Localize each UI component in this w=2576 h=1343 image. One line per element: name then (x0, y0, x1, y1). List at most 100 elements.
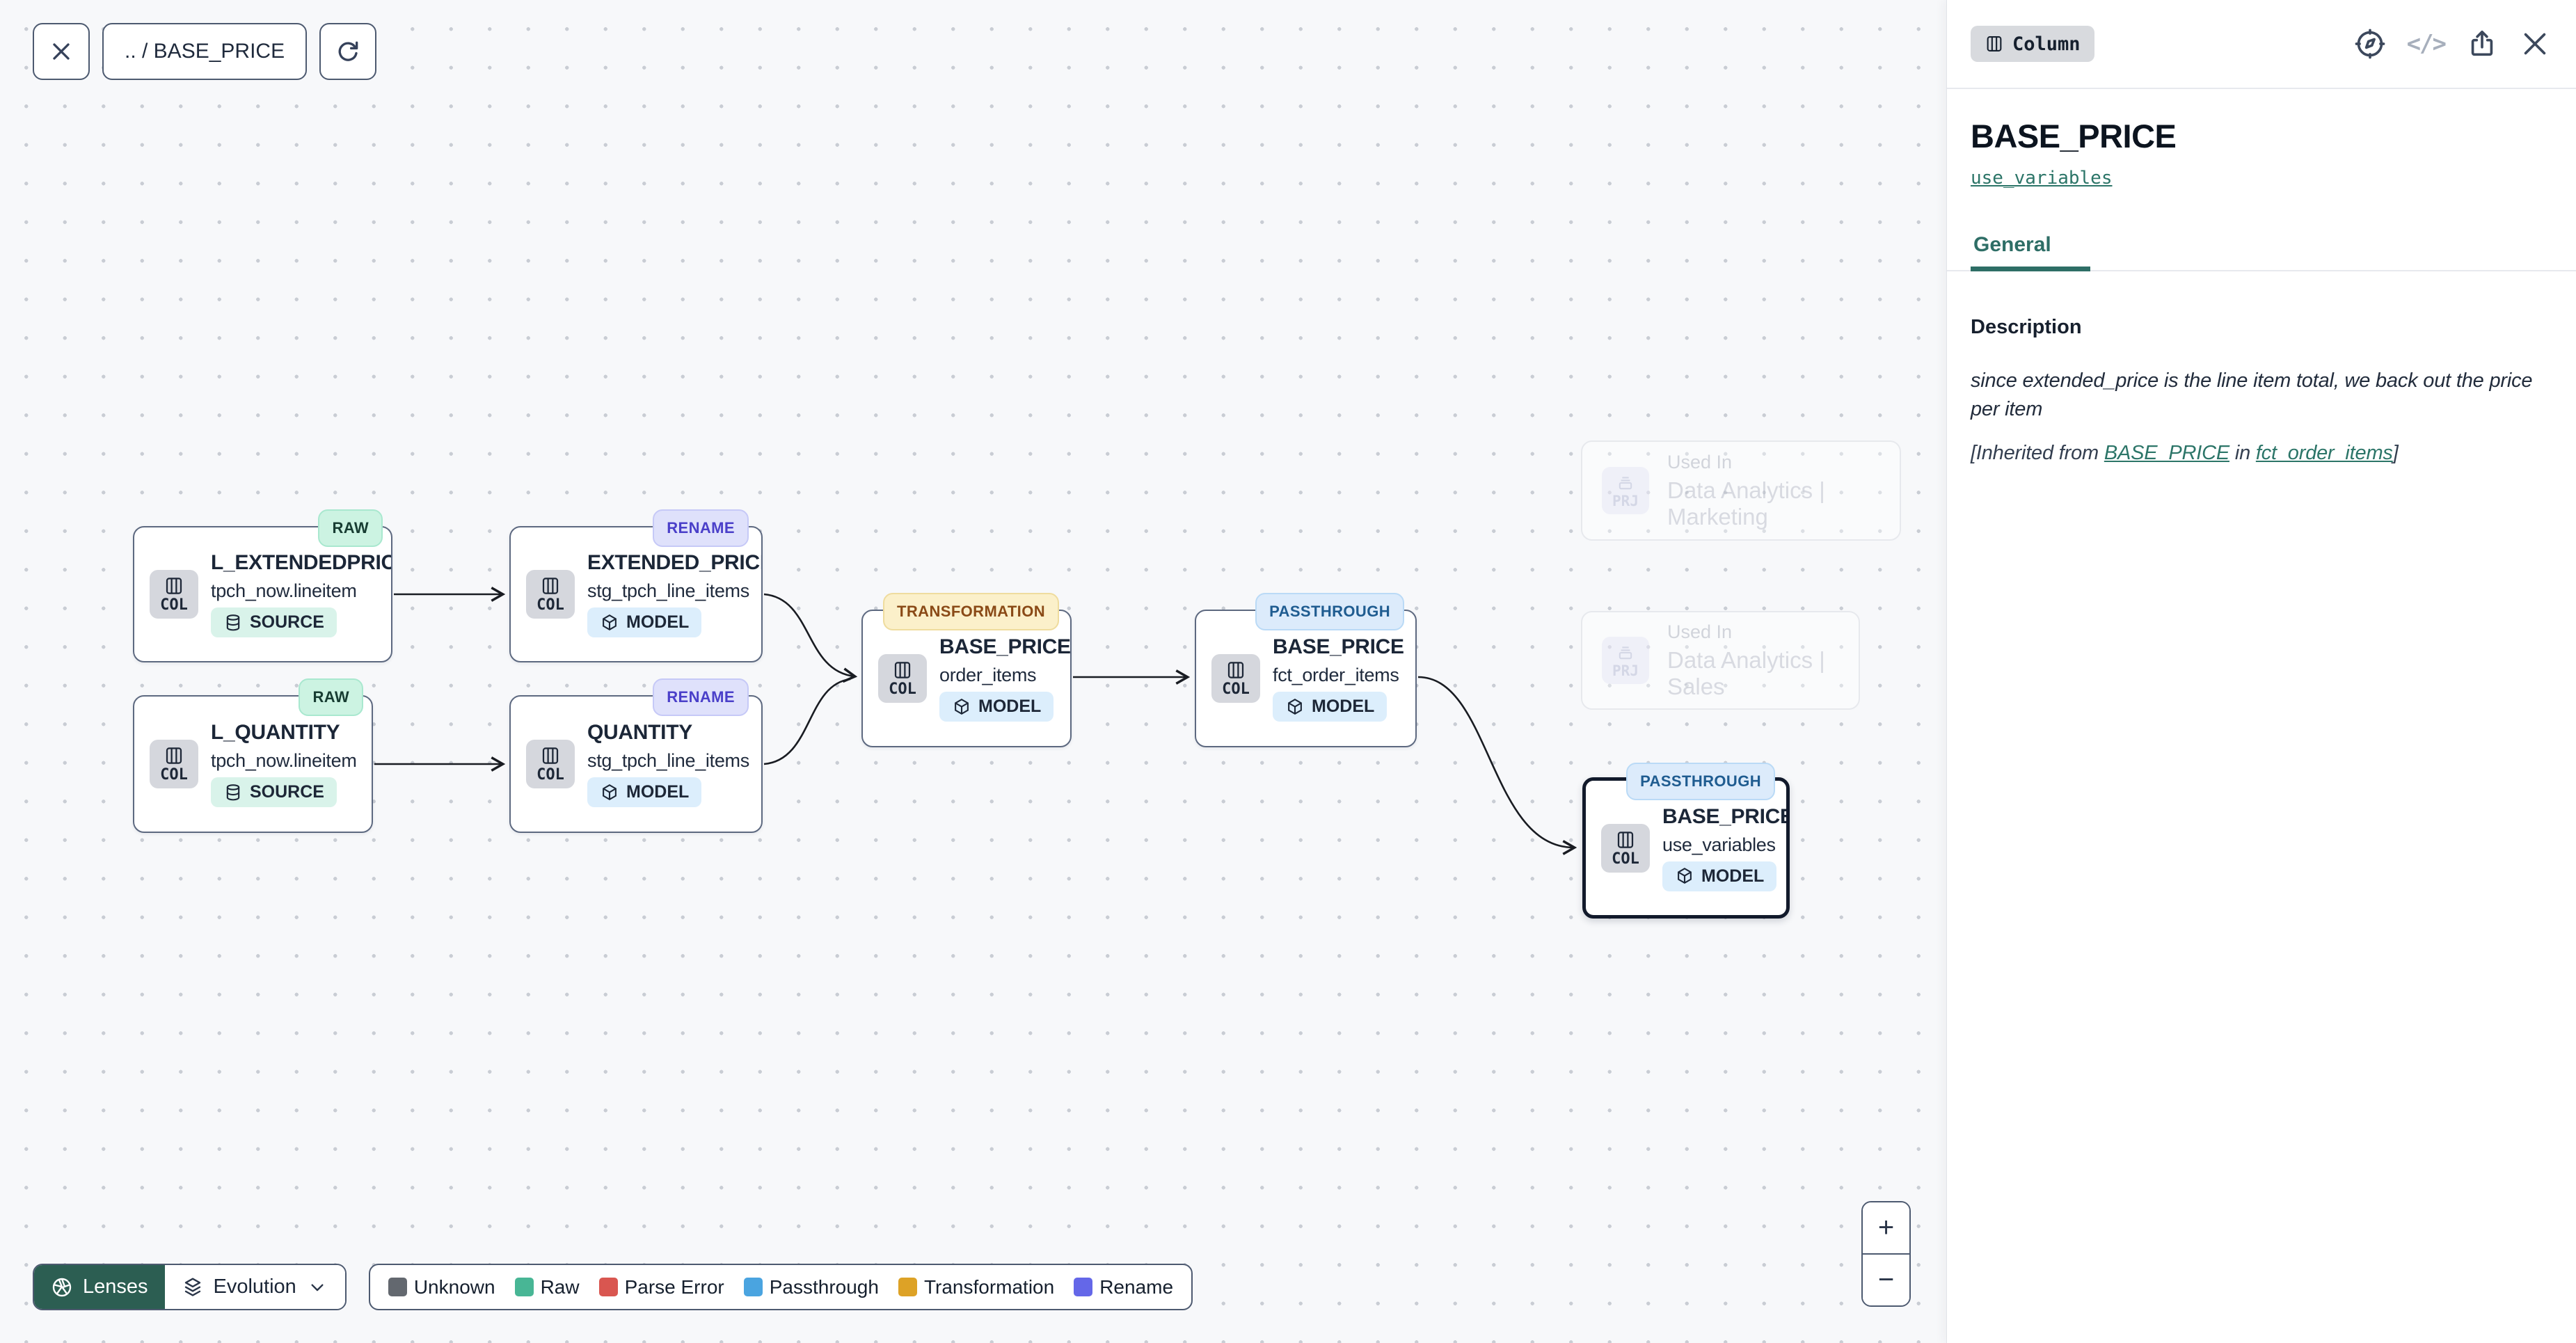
close-icon (2524, 33, 2546, 55)
column-icon (894, 662, 911, 678)
inherited-column-link[interactable]: BASE_PRICE (2104, 442, 2229, 465)
column-entity-chip: COL (1211, 654, 1260, 703)
node-base-price-fct-order-items[interactable]: PASSTHROUGH COL BASE_PRICE fct_order_ite… (1195, 593, 1417, 747)
cube-icon (603, 784, 617, 800)
compass-icon (2355, 29, 2385, 59)
node-title: EXTENDED_PRICE (587, 551, 761, 574)
legend-item-transformation: Transformation (898, 1276, 1054, 1298)
used-in-project: Data Analytics | Sales (1667, 646, 1825, 699)
node-title: QUANTITY (587, 721, 692, 744)
node-base-price-use-variables[interactable]: PASSTHROUGH COL BASE_PRICE use_variables… (1582, 763, 1790, 919)
legend-swatch (743, 1278, 763, 1296)
legend-item-rename: Rename (1074, 1276, 1173, 1298)
cube-icon (955, 698, 969, 715)
detail-panel-header: Column </> (1947, 0, 2576, 89)
evolution-badge: TRANSFORMATION (883, 593, 1059, 630)
legend-item-unknown: Unknown (388, 1276, 495, 1298)
refresh-button[interactable] (319, 23, 377, 80)
evolution-badge: PASSTHROUGH (1255, 593, 1404, 630)
close-panel-button[interactable] (2519, 28, 2551, 60)
node-title: L_EXTENDEDPRICE (211, 551, 391, 574)
canvas-toolbar: .. / BASE_PRICE (33, 23, 377, 80)
node-l-extendedprice[interactable]: RAW COL L_EXTENDEDPRICE tpch_now.lineite… (133, 509, 392, 662)
evolution-badge: PASSTHROUGH (1626, 763, 1775, 800)
used-in-node-sales[interactable]: PRJ Used In Data Analytics | Sales (1581, 611, 1860, 710)
zoom-control: + − (1861, 1201, 1911, 1307)
code-button[interactable]: </> (2406, 30, 2447, 58)
node-extended-price[interactable]: RENAME COL EXTENDED_PRICE stg_tpch_line_… (509, 509, 763, 662)
model-type-badge: MODEL (1273, 692, 1388, 722)
column-entity-chip: COL (526, 570, 575, 619)
used-in-node-marketing[interactable]: PRJ Used In Data Analytics | Marketing (1581, 440, 1901, 541)
model-type-badge: MODEL (1662, 861, 1777, 891)
chevron-down-icon (311, 1283, 324, 1291)
layers-icon (184, 1278, 200, 1296)
lens-dropdown[interactable]: Evolution (164, 1265, 345, 1309)
model-type-badge: MODEL (587, 777, 702, 807)
node-title: BASE_PRICE (1273, 635, 1404, 658)
evolution-badge: RAW (318, 509, 383, 547)
legend-swatch (898, 1278, 917, 1296)
lenses-button[interactable]: Lenses (34, 1265, 165, 1309)
node-table: tpch_now.lineitem (211, 750, 357, 771)
zoom-out-button[interactable]: − (1863, 1255, 1909, 1305)
aperture-icon (52, 1278, 72, 1296)
source-type-badge: SOURCE (211, 607, 337, 637)
node-base-price-order-items[interactable]: TRANSFORMATION COL BASE_PRICE order_item… (861, 593, 1072, 747)
evolution-badge: RENAME (653, 678, 749, 716)
model-type-badge: MODEL (587, 607, 702, 637)
node-table: order_items (939, 665, 1037, 685)
node-table: fct_order_items (1273, 665, 1399, 685)
node-table: stg_tpch_line_items (587, 580, 749, 601)
evolution-badge: RENAME (653, 509, 749, 547)
node-title: L_QUANTITY (211, 721, 340, 744)
column-icon (542, 747, 559, 764)
panel-tabs: General (1947, 225, 2576, 271)
legend-swatch (1074, 1278, 1093, 1296)
evolution-legend: Unknown Raw Parse Error Passthrough Tran… (368, 1264, 1193, 1310)
zoom-in-button[interactable]: + (1863, 1202, 1909, 1255)
node-title: BASE_PRICE (939, 635, 1070, 658)
used-in-project: Data Analytics | Marketing (1667, 477, 1825, 530)
detail-panel: Column </> BASE_PRICE use_variables Gene… (1946, 0, 2576, 1343)
database-icon (226, 784, 240, 800)
project-stack-icon (1619, 646, 1632, 659)
node-quantity[interactable]: RENAME COL QUANTITY stg_tpch_line_items … (509, 678, 763, 833)
close-lineage-button[interactable] (33, 23, 90, 80)
description-section: Description since extended_price is the … (1971, 316, 2552, 465)
column-icon (166, 578, 182, 594)
legend-swatch (388, 1278, 407, 1296)
node-l-quantity[interactable]: RAW COL L_QUANTITY tpch_now.lineitem SOU… (133, 678, 373, 833)
tab-general[interactable]: General (1971, 225, 2090, 271)
entity-type-chip: Column (1971, 26, 2094, 62)
inherited-model-link[interactable]: fct_order_items (2255, 442, 2393, 465)
evolution-badge: RAW (299, 678, 363, 716)
legend-item-parse-error: Parse Error (598, 1276, 724, 1298)
column-entity-chip: COL (150, 570, 198, 619)
column-entity-chip: COL (526, 740, 575, 788)
share-button[interactable] (2466, 28, 2498, 60)
column-icon (166, 747, 182, 764)
legend-swatch (598, 1278, 618, 1296)
breadcrumb[interactable]: .. / BASE_PRICE (102, 23, 308, 80)
node-title: BASE_PRICE (1662, 804, 1786, 828)
lineage-canvas[interactable]: .. / BASE_PRICE RAW COL L_EXTENDEDPRICE … (0, 0, 1946, 1343)
legend-item-raw: Raw (514, 1276, 580, 1298)
model-link[interactable]: use_variables (1971, 168, 2113, 189)
panel-title: BASE_PRICE (1971, 118, 2177, 154)
used-in-label: Used In (1667, 451, 1733, 472)
refresh-icon (338, 41, 358, 61)
project-entity-chip: PRJ (1602, 467, 1649, 514)
explore-button[interactable] (2354, 28, 2386, 60)
legend-swatch (514, 1278, 534, 1296)
project-stack-icon (1619, 476, 1632, 489)
description-inherited: [Inherited from BASE_PRICE in fct_order_… (1971, 442, 2399, 465)
detail-panel-body: BASE_PRICE use_variables General Descrip… (1947, 89, 2576, 465)
share-export-icon (2471, 30, 2493, 56)
legend-item-passthrough: Passthrough (743, 1276, 879, 1298)
node-table: tpch_now.lineitem (211, 580, 357, 601)
model-type-badge: MODEL (939, 692, 1054, 722)
column-icon (1617, 831, 1634, 848)
database-icon (226, 614, 240, 630)
column-icon (542, 578, 559, 594)
